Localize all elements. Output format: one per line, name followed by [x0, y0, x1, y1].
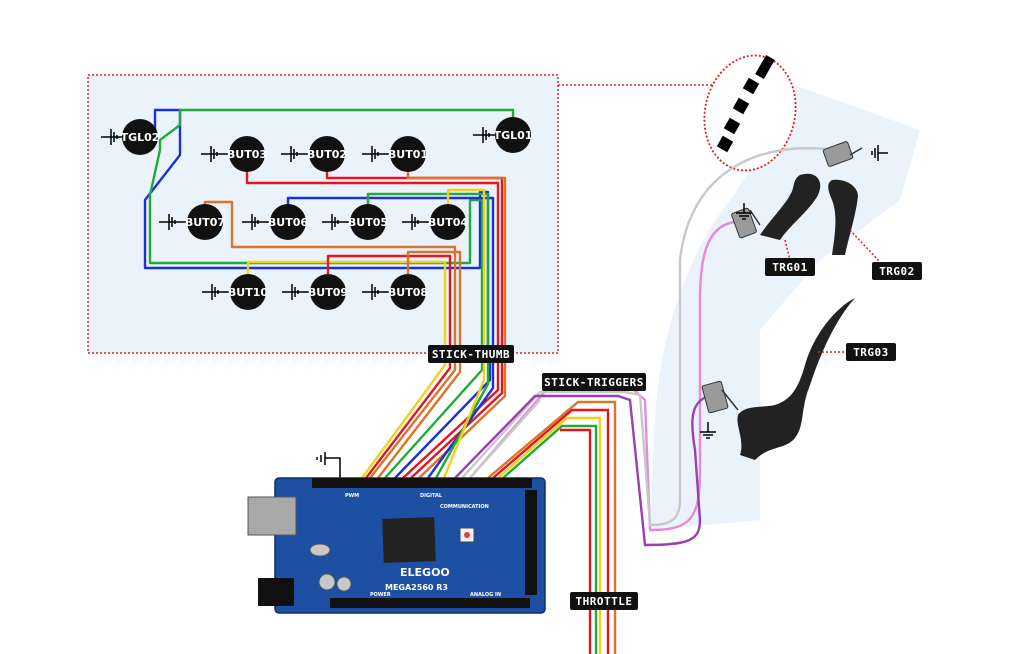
board-power: POWER	[370, 592, 391, 598]
board-digital: DIGITAL	[420, 493, 443, 499]
stick-triggers-tag: STICK-TRIGGERS	[542, 373, 646, 391]
trg01-shape	[760, 173, 821, 240]
throttle-tag: THROTTLE	[570, 592, 638, 610]
trg01-tag: TRG01	[765, 258, 815, 276]
but01-label: BUT01	[388, 148, 428, 161]
mcu-chip	[382, 517, 436, 563]
button-but07: BUT07	[158, 204, 225, 240]
button-but06: BUT06	[241, 204, 308, 240]
button-but09: BUT09	[281, 274, 348, 310]
board-model: MEGA2560 R3	[385, 583, 448, 592]
button-but01: BUT01	[361, 136, 428, 172]
trg03-shape	[737, 298, 855, 460]
power-jack	[258, 578, 294, 606]
button-but05: BUT05	[321, 204, 388, 240]
trg02-shape	[828, 179, 858, 255]
stick-body	[650, 80, 920, 530]
tgl01-label: TGL01	[494, 129, 533, 142]
but08-label: BUT08	[388, 286, 428, 299]
button-but08: BUT08	[361, 274, 428, 310]
but10-label: BUT10	[228, 286, 268, 299]
board-brand: ELEGOO	[400, 566, 450, 579]
but02-label: BUT02	[307, 148, 347, 161]
microswitch-trg02	[822, 141, 889, 167]
but04-label: BUT04	[428, 216, 468, 229]
board-pwm: PWM	[345, 493, 359, 499]
toggle-tgl02: TGL02	[100, 119, 160, 155]
thumb-wires	[143, 108, 515, 479]
but03-label: BUT03	[227, 148, 267, 161]
trg03-label: TRG03	[853, 346, 889, 359]
board-ground-symbol	[316, 452, 341, 478]
button-but04: BUT04	[401, 204, 468, 240]
stick-thumb-label: STICK-THUMB	[432, 348, 510, 361]
stick-thumb-tag: STICK-THUMB	[428, 345, 514, 363]
arduino-mega-board: ELEGOO MEGA2560 R3 COMMUNICATION PWM DIG…	[247, 477, 546, 614]
tgl02-label: TGL02	[121, 131, 160, 144]
toggle-tgl01: TGL01	[472, 117, 533, 153]
trg02-tag: TRG02	[872, 262, 922, 280]
button-but02: BUT02	[280, 136, 347, 172]
but05-label: BUT05	[348, 216, 388, 229]
board-analog-in: ANALOG IN	[470, 592, 501, 598]
trg01-label: TRG01	[772, 261, 808, 274]
hat-switch-icon	[716, 54, 775, 153]
button-but03: BUT03	[200, 136, 267, 172]
throttle-wires	[487, 400, 617, 654]
but06-label: BUT06	[268, 216, 308, 229]
usb-port	[247, 496, 297, 536]
trg03-tag: TRG03	[846, 343, 896, 361]
throttle-label: THROTTLE	[576, 595, 633, 608]
but09-label: BUT09	[308, 286, 348, 299]
but07-label: BUT07	[185, 216, 225, 229]
board-communication: COMMUNICATION	[440, 504, 489, 510]
trigger-wires	[454, 146, 836, 547]
stick-triggers-label: STICK-TRIGGERS	[544, 376, 644, 389]
trg02-label: TRG02	[879, 265, 915, 278]
microswitch-trg01	[731, 202, 761, 239]
microswitch-trg03	[699, 380, 739, 439]
button-but10: BUT10	[201, 274, 268, 310]
